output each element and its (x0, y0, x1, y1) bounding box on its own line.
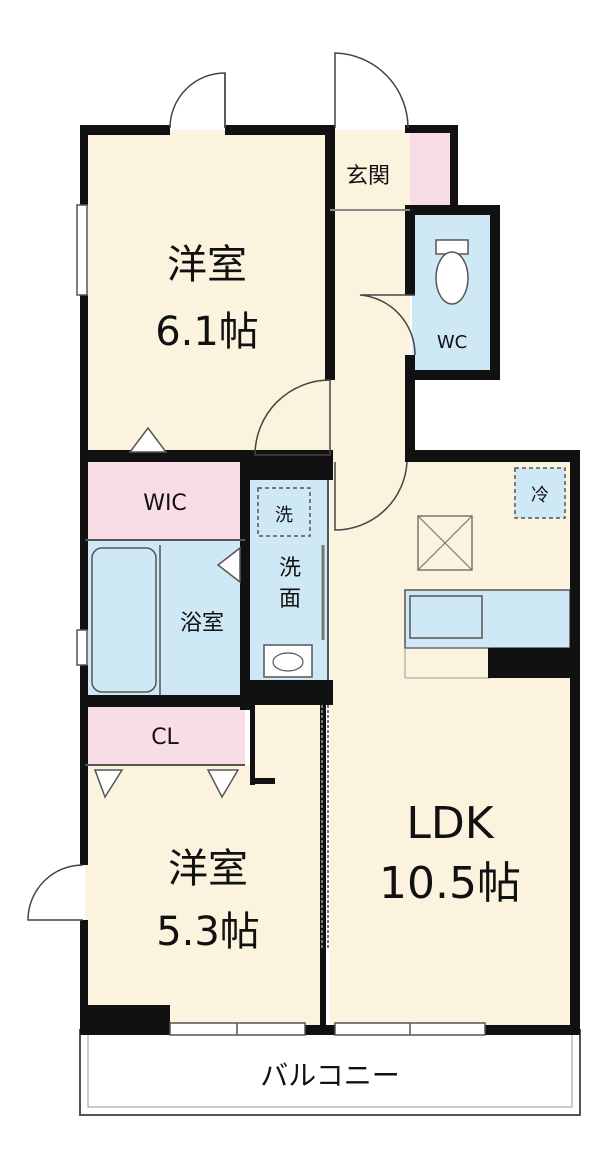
closet-label: CL (151, 725, 179, 750)
western-room-2-size: 5.3帖 (156, 909, 260, 955)
washbasin (263, 644, 313, 678)
entrance-floor (330, 130, 410, 210)
ldk-floor (330, 460, 575, 1030)
hall-floor (330, 210, 410, 460)
western-room-1-size: 6.1帖 (155, 309, 259, 355)
ldk-size: 10.5帖 (379, 858, 521, 909)
doors (27, 52, 416, 921)
fridge-label: 冷 (531, 485, 549, 506)
washroom-label-bottom: 面 (279, 587, 301, 612)
washer-space (257, 487, 311, 537)
fridge-space (514, 467, 566, 519)
closet-floor (85, 705, 245, 765)
wc-label: WC (437, 332, 467, 353)
vent-box (417, 515, 473, 571)
bathroom-label: 浴室 (180, 611, 224, 636)
hall-extension-floor (250, 700, 325, 770)
washbasin-bowl (272, 652, 304, 672)
bathtub (91, 547, 157, 693)
western-room-2-name: 洋室 (168, 846, 248, 892)
wic-label: WIC (143, 491, 187, 516)
entrance-label: 玄関 (346, 164, 390, 189)
wic-floor (85, 460, 245, 540)
western-room-1-floor (85, 130, 330, 455)
washroom-label-top: 洗 (279, 556, 301, 581)
kitchen-sink (409, 595, 483, 639)
closet-door-marks (93, 426, 241, 799)
shoe-cabinet (410, 130, 450, 210)
toilet-bowl (435, 251, 469, 305)
western-room-1-name: 洋室 (167, 242, 247, 288)
balcony-area (79, 1029, 581, 1116)
balcony-label: バルコニー (260, 1059, 399, 1092)
western-room-2-floor (85, 765, 325, 1030)
washer-label: 洗 (275, 505, 293, 526)
ldk-name: LDK (406, 798, 494, 849)
vent-cross-2 (417, 515, 473, 571)
